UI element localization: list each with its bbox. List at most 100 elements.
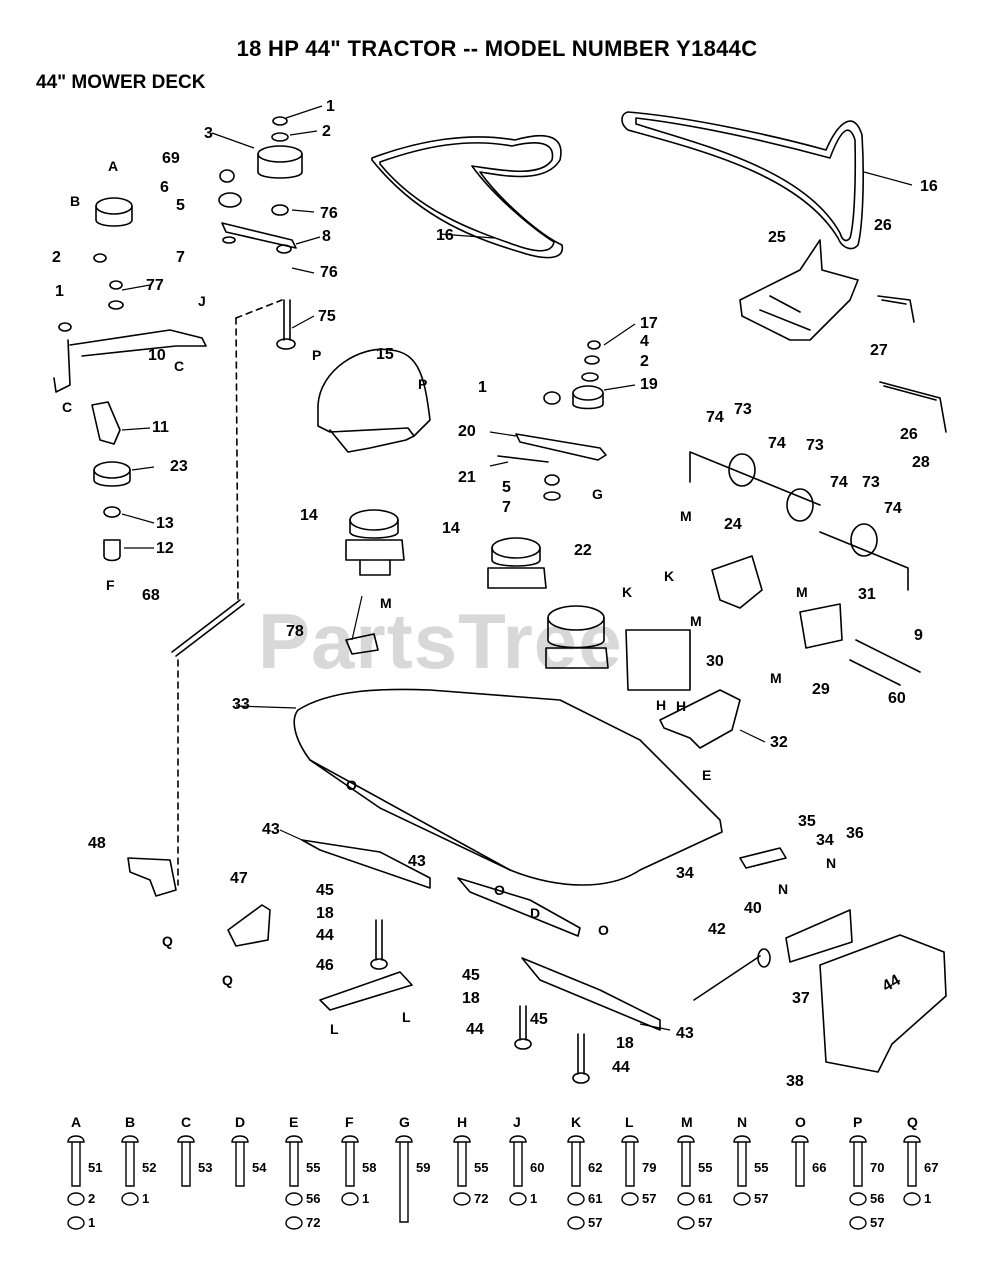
callout-P: P [312, 347, 321, 363]
bolt-icon [285, 1135, 303, 1187]
callout-30: 30 [706, 653, 724, 670]
callout-N: N [778, 881, 788, 897]
bolt-icon [121, 1135, 139, 1187]
discharge-chute-38 [819, 934, 947, 1073]
callout-14: 14 [300, 507, 318, 524]
hardware-part-number: 53 [198, 1160, 212, 1175]
hardware-part-number: 67 [924, 1160, 938, 1175]
callout-H: H [656, 697, 666, 713]
bolt-icon [177, 1135, 195, 1187]
nut-icon [849, 1216, 867, 1230]
callout-A: A [108, 158, 118, 174]
callout-7: 7 [176, 249, 185, 266]
bracket-29 [799, 603, 843, 649]
bracket-8 [221, 222, 297, 249]
bolt-icon [395, 1135, 413, 1223]
callout-5: 5 [176, 197, 185, 214]
hardware-part-number: 56 [306, 1191, 320, 1206]
bolt-icon [733, 1135, 751, 1187]
hardware-part-number: 59 [416, 1160, 430, 1175]
washer-icon [677, 1192, 695, 1206]
hardware-letter: C [181, 1114, 191, 1130]
callout-15: 15 [376, 346, 394, 363]
callout-C: C [174, 358, 184, 374]
hardware-letter: Q [907, 1114, 918, 1130]
hardware-part-number: 72 [474, 1191, 488, 1206]
hardware-part-number: 1 [142, 1191, 149, 1206]
hardware-letter: B [125, 1114, 135, 1130]
callout-44: 44 [316, 927, 334, 944]
callout-N: N [826, 855, 836, 871]
callout-O: O [598, 922, 609, 938]
hardware-part-number: 57 [698, 1215, 712, 1230]
hardware-part-number: 55 [474, 1160, 488, 1175]
nut-icon [677, 1216, 695, 1230]
bolt-icon [903, 1135, 921, 1187]
callout-34: 34 [816, 832, 834, 849]
nut-icon [733, 1192, 751, 1206]
callout-32: 32 [770, 734, 788, 751]
part-69 [219, 169, 235, 183]
hardware-part-number: 79 [642, 1160, 656, 1175]
callout-D: D [530, 905, 540, 921]
hardware-part-number: 55 [306, 1160, 320, 1175]
bracket-46 [319, 971, 413, 1011]
callout-77: 77 [146, 277, 164, 294]
callout-24: 24 [724, 516, 742, 533]
hardware-part-number: 66 [812, 1160, 826, 1175]
hardware-letter: E [289, 1114, 298, 1130]
callout-47: 47 [230, 870, 248, 887]
callout-48: 48 [88, 835, 106, 852]
idler-pulley-3 [257, 116, 303, 216]
callout-16: 16 [920, 178, 938, 195]
callout-O: O [346, 777, 357, 793]
callout-17: 17 [640, 315, 658, 332]
callout-9: 9 [914, 627, 923, 644]
callout-M: M [680, 508, 692, 524]
callout-74: 74 [706, 409, 724, 426]
hardware-letter: H [457, 1114, 467, 1130]
hardware-part-number: 51 [88, 1160, 102, 1175]
blade-43-left [301, 839, 431, 889]
callout-14: 14 [442, 520, 460, 537]
callout-B: B [70, 193, 80, 209]
hardware-part-number: 56 [870, 1191, 884, 1206]
callout-36: 36 [846, 825, 864, 842]
callout-7: 7 [502, 499, 511, 516]
callout-1: 1 [478, 379, 487, 396]
nut-icon [903, 1192, 921, 1206]
idler-bracket-25 [739, 239, 859, 341]
hardware-part-number: 72 [306, 1215, 320, 1230]
callout-L: L [330, 1021, 339, 1037]
callout-73: 73 [806, 437, 824, 454]
bushing-12 [103, 539, 121, 562]
callout-29: 29 [812, 681, 830, 698]
callout-45: 45 [462, 967, 480, 984]
callout-27: 27 [870, 342, 888, 359]
callout-23: 23 [170, 458, 188, 475]
callout-69: 69 [162, 150, 180, 167]
callout-M: M [380, 595, 392, 611]
callout-K: K [622, 584, 632, 600]
nut-icon [67, 1216, 85, 1230]
hardware-letter: N [737, 1114, 747, 1130]
callout-31: 31 [858, 586, 876, 603]
spring-21 [497, 455, 549, 463]
hardware-part-number: 60 [530, 1160, 544, 1175]
callout-74: 74 [830, 474, 848, 491]
spacer-5 [218, 192, 242, 208]
hardware-part-number: 55 [754, 1160, 768, 1175]
hardware-letter: J [513, 1114, 521, 1130]
hardware-group-g: G59 [395, 1114, 430, 1223]
callout-18: 18 [616, 1035, 634, 1052]
hardware-letter: M [681, 1114, 693, 1130]
bolt-icon [231, 1135, 249, 1187]
spindle-22 [545, 605, 609, 669]
callout-K: K [664, 568, 674, 584]
bolt-icon [67, 1135, 85, 1187]
hardware-group-e: E 55 56 72 [285, 1114, 320, 1230]
